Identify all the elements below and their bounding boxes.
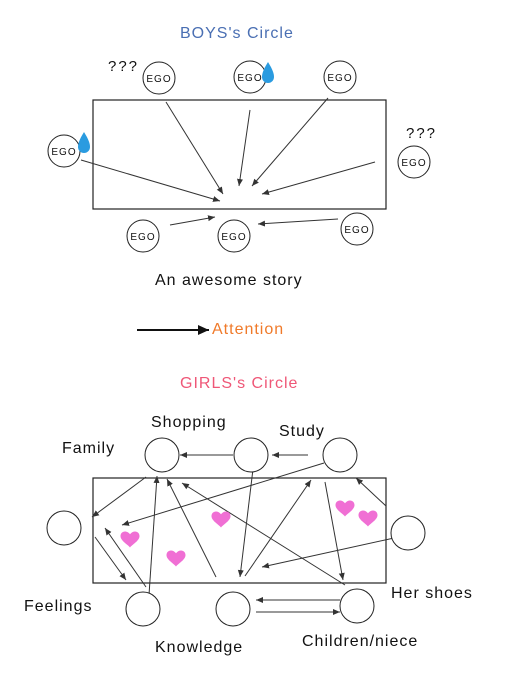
label-knowledge: Knowledge [155, 639, 244, 656]
girls-arrow [121, 462, 325, 526]
ego-label: EGO [221, 232, 246, 243]
girls-arrow [104, 527, 147, 588]
ego-label: EGO [401, 158, 426, 169]
ego-label: EGO [146, 74, 171, 85]
girls-node-knowledge [215, 591, 251, 627]
girls-box [92, 477, 387, 584]
heart-icon [211, 511, 231, 528]
label-shopping: Shopping [151, 414, 227, 431]
ego-circle: EGO [126, 219, 160, 253]
girls-arrow [355, 477, 387, 507]
boys-arrow [261, 161, 376, 195]
girls-arrow [166, 478, 217, 578]
girls-title: GIRLS's Circle [180, 375, 299, 392]
ego-circle: EGO [233, 60, 267, 94]
ego-label: EGO [130, 232, 155, 243]
girls-arrow [148, 475, 160, 596]
boys-arrows [80, 97, 376, 227]
label-family: Family [62, 440, 116, 457]
heart-icon [335, 500, 355, 517]
girls-node-family [46, 510, 82, 546]
girls-node-children [339, 588, 375, 624]
drop-icon [78, 132, 90, 153]
girls-node-her-shoes [390, 515, 426, 551]
label-her-shoes: Her shoes [391, 585, 473, 602]
girls-node-shopping [144, 437, 180, 473]
boys-arrow [165, 101, 224, 195]
girls-arrows [91, 452, 395, 615]
ego-circle: EGO [217, 219, 251, 253]
ego-circle: EGO [397, 145, 431, 179]
boys-arrow [80, 159, 221, 202]
ego-label: EGO [327, 73, 352, 84]
drop-icon [262, 62, 274, 83]
label-children: Children/niece [302, 633, 419, 650]
girls-arrow [94, 536, 127, 581]
ego-circle: EGO [47, 134, 81, 168]
girls-arrow [261, 537, 395, 569]
question-marks: ??? [406, 125, 438, 142]
question-marks: ??? [108, 58, 140, 75]
boys-arrow [169, 215, 216, 226]
girls-arrow [91, 476, 147, 518]
ego-circle: EGO [323, 60, 357, 94]
ego-circle: EGO [142, 61, 176, 95]
ego-label: EGO [237, 73, 262, 84]
boys-arrow [237, 109, 251, 187]
boys-title: BOYS's Circle [180, 25, 294, 42]
boys-caption: An awesome story [155, 272, 303, 289]
heart-icon [120, 531, 140, 548]
girls-arrow [244, 479, 312, 577]
boys-box [92, 99, 387, 210]
girls-node-study-left [233, 437, 269, 473]
ego-circle: EGO [340, 212, 374, 246]
boys-arrow [257, 218, 339, 227]
ego-label: EGO [344, 225, 369, 236]
boys-arrow [251, 97, 329, 187]
girls-arrow [324, 481, 345, 581]
heart-icon [166, 550, 186, 567]
girls-node-study [322, 437, 358, 473]
label-feelings: Feelings [24, 598, 93, 615]
heart-icon [358, 510, 378, 527]
ego-label: EGO [51, 147, 76, 158]
hearts [120, 500, 378, 567]
girls-node-feelings [125, 591, 161, 627]
label-study: Study [279, 423, 325, 440]
legend-label: Attention [212, 321, 285, 338]
girls-arrow [181, 482, 346, 586]
